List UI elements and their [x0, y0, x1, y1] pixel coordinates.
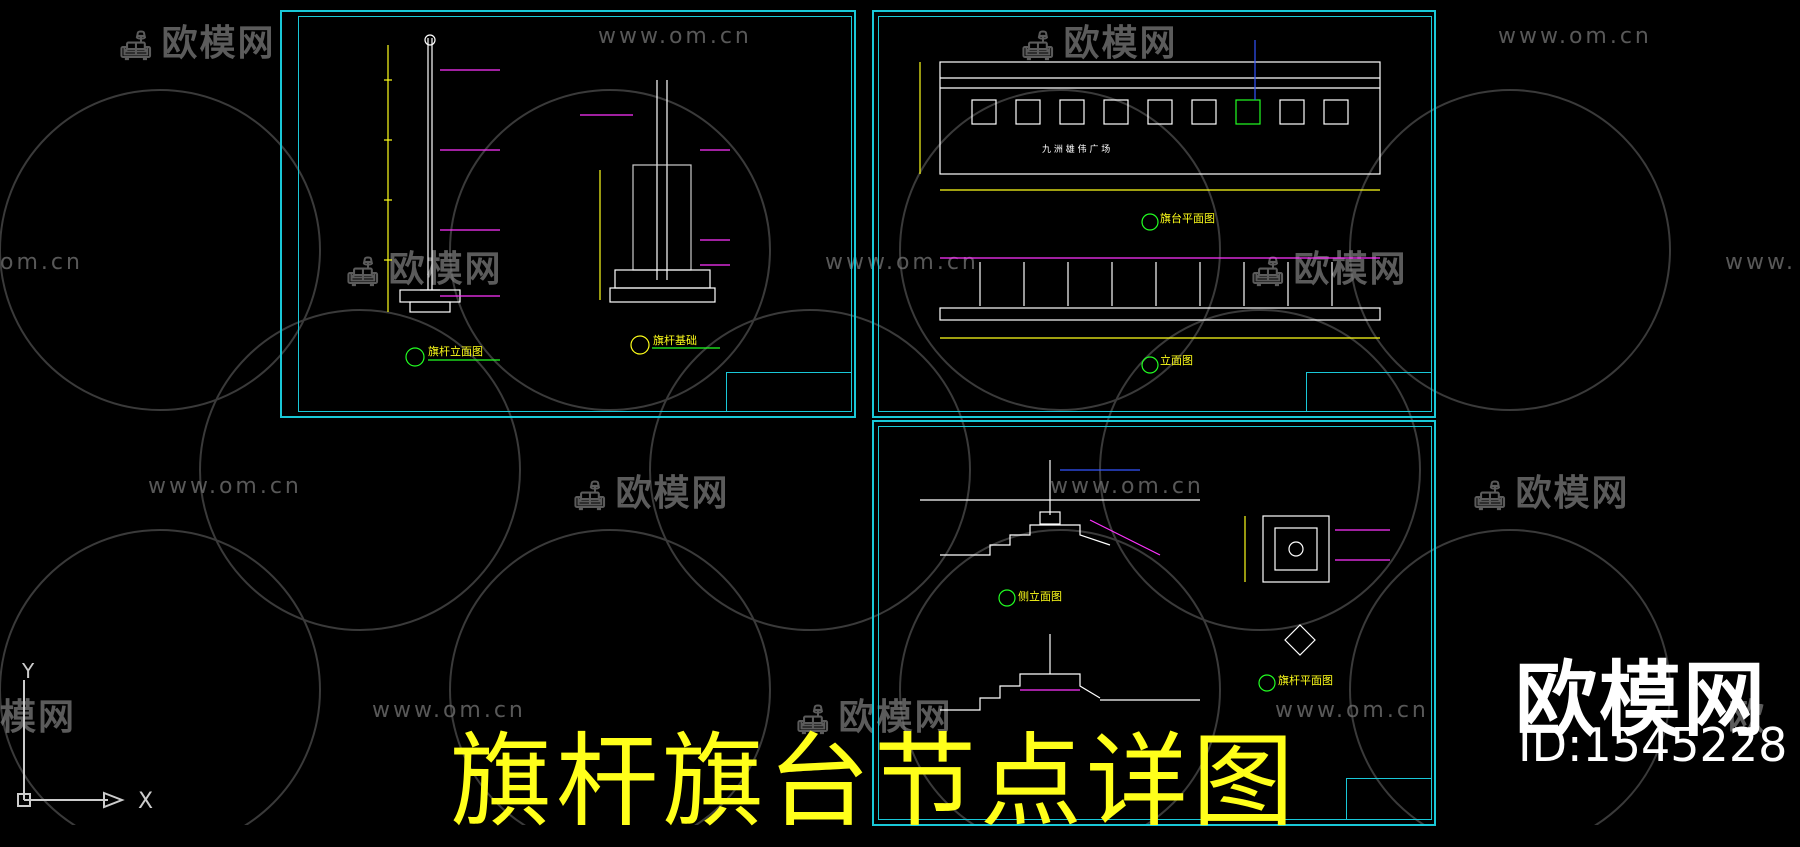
title-block	[1346, 778, 1432, 820]
watermark-logo: 🛋欧模网	[795, 697, 953, 738]
watermark-url: om.cn	[0, 250, 83, 275]
label-flagpole-plan: 旗杆平面图	[1278, 674, 1333, 687]
lower-section-drawing	[940, 634, 1200, 711]
title-block	[726, 372, 852, 412]
watermark-url: www.om.cn	[148, 474, 302, 499]
model-id: ID:1545228	[1518, 718, 1788, 772]
page-title: 旗杆旗台节点详图	[450, 723, 1298, 842]
watermark-logo: 🛋欧模网	[1250, 249, 1408, 290]
label-elevation: 立面图	[1160, 354, 1193, 367]
ucs-x-label: X	[138, 789, 153, 814]
watermark-url: www.om.cn	[825, 250, 979, 275]
platform-plan-drawing	[919, 40, 1381, 231]
watermark-layer: 🛋欧模网 www.om.cn 🛋欧模网 www.om.cn om.cn 🛋欧模网…	[0, 23, 1796, 825]
drawing-sheet-2[interactable]	[872, 10, 1436, 418]
watermark-url: www.om.cn	[598, 24, 752, 49]
watermark-url: www.om.cn	[1275, 698, 1429, 723]
label-plaza-name: 九 洲 雄 伟 广 场	[1042, 145, 1111, 155]
watermark-logo: 🛋欧模网	[345, 249, 503, 290]
ucs-y-label: Y	[21, 660, 35, 683]
elevation-drawing	[939, 257, 1381, 374]
flagpole-elevation-drawing	[384, 34, 500, 367]
watermark-logo: 🛋欧模网	[1472, 473, 1630, 514]
watermark-url: www.om.cn	[1050, 474, 1204, 499]
watermark-url: www.om.cn	[1498, 24, 1652, 49]
label-flagpole-foundation: 旗杆基础	[653, 334, 697, 347]
brand-logo-text: 欧模网	[1515, 653, 1768, 748]
sheet-frame	[298, 16, 852, 412]
watermark-logo: 🛋欧模网	[1020, 23, 1178, 64]
label-platform-plan: 旗台平面图	[1160, 212, 1215, 225]
ucs-axis-icon: Y X	[17, 660, 153, 814]
drawing-sheet-1[interactable]	[280, 10, 856, 418]
watermark-logo: 🛋欧模网	[572, 473, 730, 514]
watermark-arcs	[0, 89, 1671, 825]
label-side-elevation: 侧立面图	[1018, 590, 1062, 603]
sheet-frame	[878, 16, 1432, 412]
watermark-url: www.	[1725, 250, 1796, 275]
title-block	[1306, 372, 1432, 412]
flagpole-foundation-drawing	[580, 80, 730, 355]
watermark-logo: 模网	[0, 697, 77, 738]
watermark-logo: 欧	[1728, 697, 1767, 738]
cad-drawing-linework	[384, 34, 1390, 711]
flagpole-plan-drawing	[1244, 515, 1390, 692]
sheet-frame	[878, 426, 1432, 820]
side-elevation-drawing	[920, 460, 1200, 607]
watermark-url: www.om.cn	[372, 698, 526, 723]
label-flagpole-elevation: 旗杆立面图	[428, 345, 483, 358]
watermark-logo: 🛋欧模网	[118, 23, 276, 64]
